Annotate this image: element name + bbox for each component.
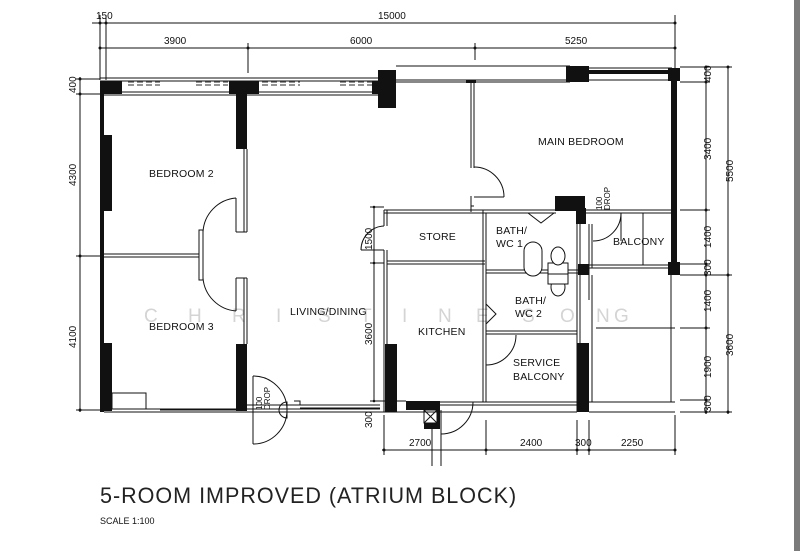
svg-text:I: I xyxy=(276,306,281,327)
svg-text:H: H xyxy=(188,306,202,327)
svg-text:300: 300 xyxy=(575,438,592,449)
svg-text:2400: 2400 xyxy=(520,438,543,449)
svg-text:T: T xyxy=(360,306,372,327)
svg-text:G: G xyxy=(614,306,629,327)
label-bedroom-2: BEDROOM 2 xyxy=(149,168,214,180)
svg-text:100: 100 xyxy=(255,396,264,410)
svg-text:DROP: DROP xyxy=(603,187,612,210)
svg-text:3400: 3400 xyxy=(703,137,714,160)
svg-text:100: 100 xyxy=(595,196,604,210)
label-living-dining: LIVING/DINING xyxy=(290,306,367,318)
svg-text:N: N xyxy=(438,306,452,327)
walls xyxy=(100,65,680,429)
svg-text:3600: 3600 xyxy=(364,322,375,345)
svg-text:400: 400 xyxy=(68,76,79,93)
label-kitchen: KITCHEN xyxy=(418,326,466,338)
svg-text:1400: 1400 xyxy=(703,225,714,248)
svg-text:5500: 5500 xyxy=(725,159,736,182)
svg-text:C: C xyxy=(144,306,158,327)
label-bath-wc-1: BATH/ xyxy=(496,225,527,237)
svg-text:2250: 2250 xyxy=(621,438,644,449)
svg-text:400: 400 xyxy=(703,65,714,82)
kitchen-dimension-lines: 1500 3600 300 xyxy=(364,205,384,428)
dim-top-overall: 15000 xyxy=(378,11,406,22)
svg-text:300: 300 xyxy=(703,259,714,276)
label-main-bedroom: MAIN BEDROOM xyxy=(538,136,624,148)
watermark: C H R I S T I N E S O N G xyxy=(144,306,629,327)
svg-text:300: 300 xyxy=(364,411,375,428)
drop-marker-balcony: 100 DROP xyxy=(595,187,612,210)
svg-text:4100: 4100 xyxy=(68,325,79,348)
svg-text:S: S xyxy=(522,306,535,327)
svg-text:DROP: DROP xyxy=(263,387,272,410)
svg-text:2700: 2700 xyxy=(409,438,432,449)
label-service-balcony: SERVICE xyxy=(513,357,560,369)
dim-top-seg-3: 5250 xyxy=(565,36,588,47)
svg-text:4300: 4300 xyxy=(68,163,79,186)
drop-marker-entry: 100 DROP xyxy=(255,387,272,410)
bottom-dimension-lines: 2700 2400 300 2250 xyxy=(382,410,677,466)
svg-text:S: S xyxy=(318,306,331,327)
label-bath-wc-2-line2: WC 2 xyxy=(515,308,542,320)
doors xyxy=(202,166,622,445)
label-bath-wc-2: BATH/ xyxy=(515,295,546,307)
svg-text:N: N xyxy=(596,306,610,327)
left-dimension-lines: 400 4300 4100 xyxy=(68,76,100,412)
label-balcony: BALCONY xyxy=(613,236,665,248)
svg-text:1900: 1900 xyxy=(703,355,714,378)
svg-text:3600: 3600 xyxy=(725,333,736,356)
right-edge-bar xyxy=(794,0,800,551)
dim-top-offset: 150 xyxy=(96,11,113,22)
label-service-balcony-line2: BALCONY xyxy=(513,371,565,383)
right-dimension-lines: 400 3400 1400 300 1400 1900 300 5500 360… xyxy=(680,65,736,414)
bathroom-fixtures xyxy=(523,241,569,297)
room-labels: BEDROOM 2 BEDROOM 3 LIVING/DINING MAIN B… xyxy=(149,136,665,383)
svg-text:300: 300 xyxy=(703,395,714,412)
label-store: STORE xyxy=(419,231,456,243)
dim-top-seg-1: 3900 xyxy=(164,36,187,47)
dim-top-seg-2: 6000 xyxy=(350,36,373,47)
top-dimension-lines: 150 15000 3900 6000 5250 xyxy=(92,11,677,80)
svg-text:O: O xyxy=(560,306,575,327)
drawing-scale: SCALE 1:100 xyxy=(100,516,155,526)
drawing-title: 5-ROOM IMPROVED (ATRIUM BLOCK) xyxy=(100,483,518,508)
label-bedroom-3: BEDROOM 3 xyxy=(149,321,214,333)
label-bath-wc-1-line2: WC 1 xyxy=(496,238,523,250)
svg-text:1400: 1400 xyxy=(703,289,714,312)
svg-text:1500: 1500 xyxy=(364,227,375,250)
svg-text:I: I xyxy=(402,306,407,327)
